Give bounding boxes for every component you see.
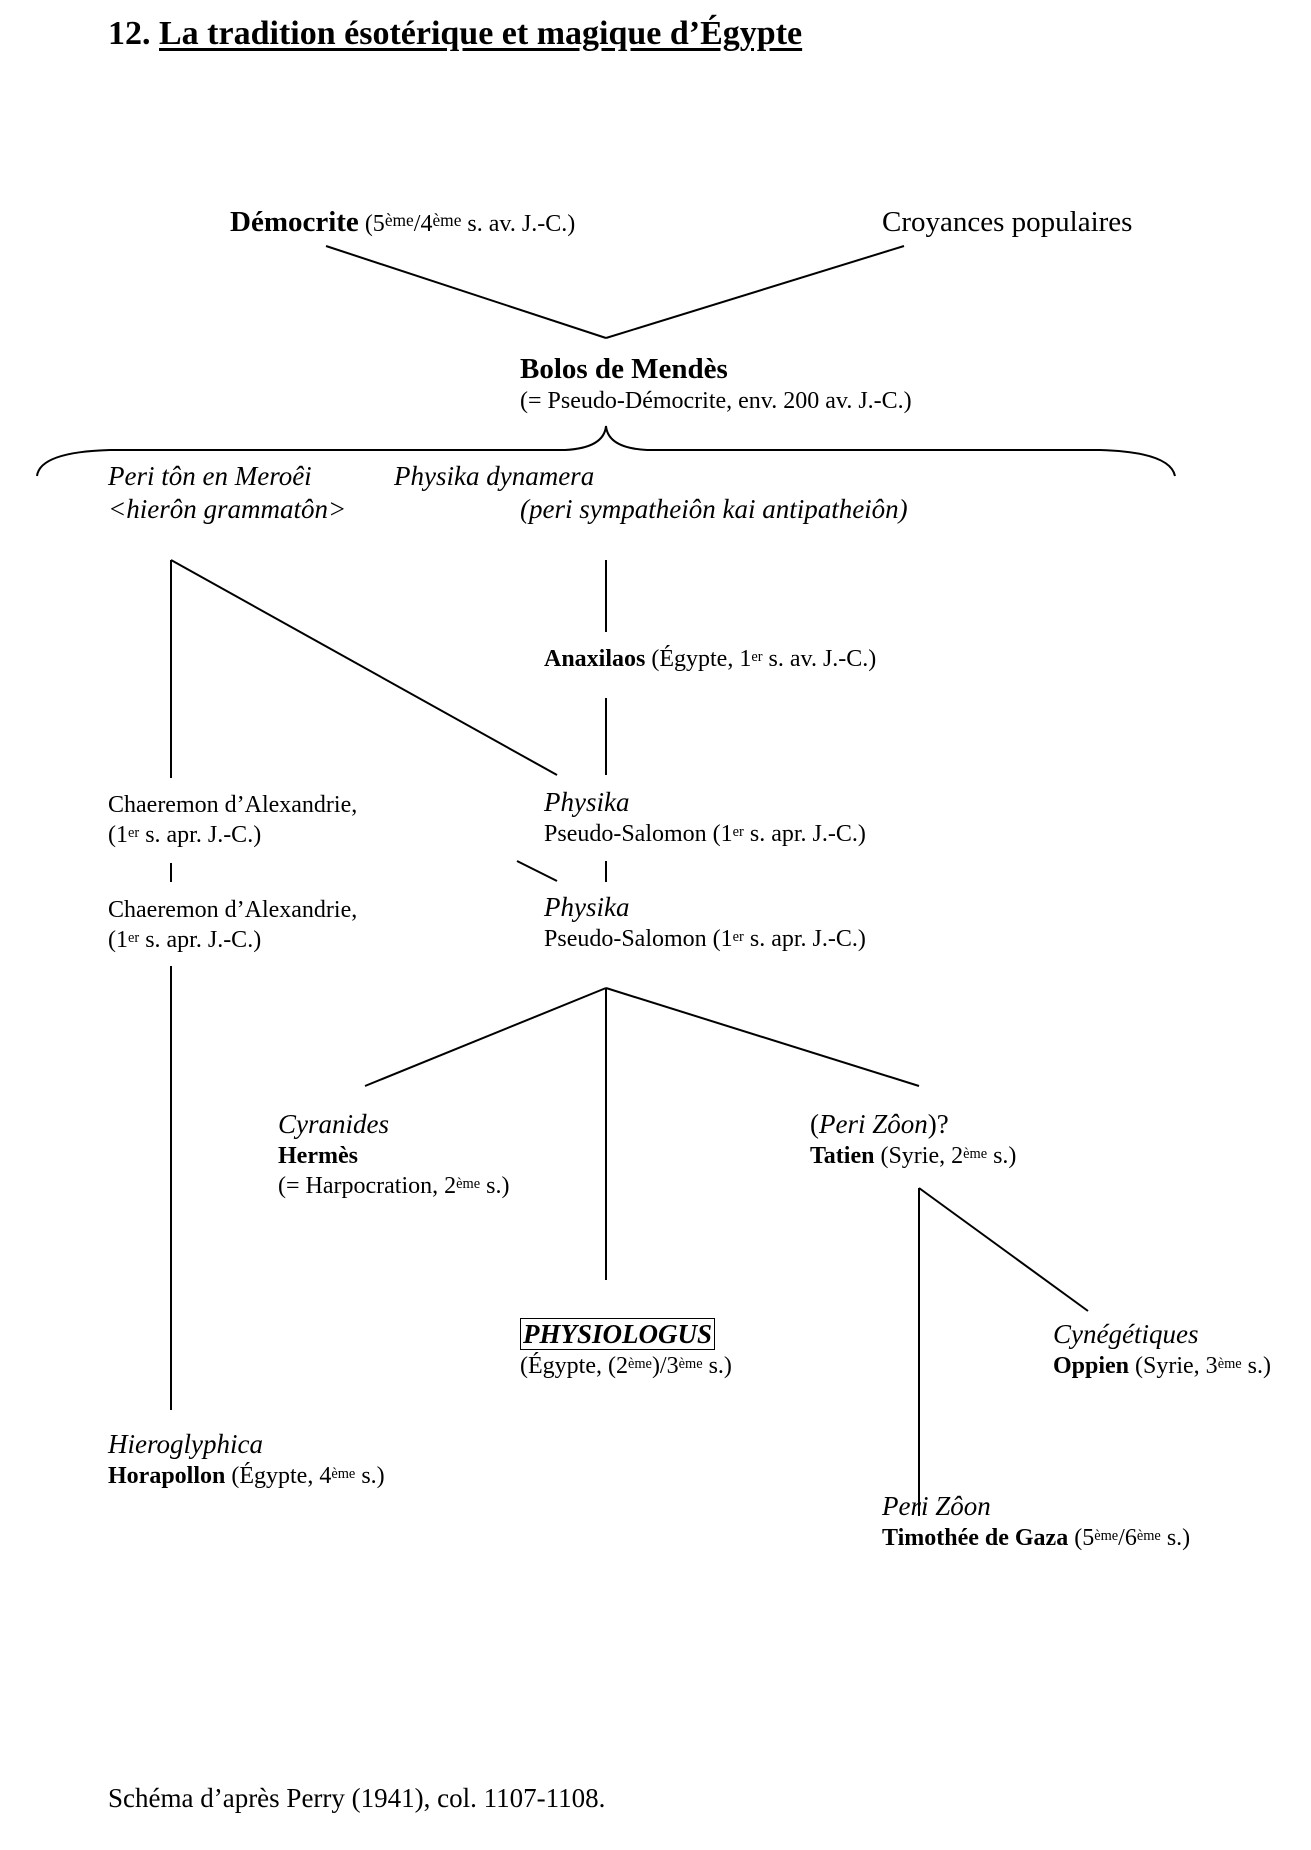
peri-zoon-title: Peri Zôon [819, 1109, 928, 1139]
cyranides-note-close: s.) [480, 1173, 510, 1199]
peri-zoon-open: ( [810, 1109, 819, 1139]
edge-cross-stub [516, 860, 558, 882]
physika-1-date-close: s. apr. J.-C.) [743, 821, 866, 847]
democrite-name: Démocrite [230, 206, 359, 238]
tatien-name: Tatien [810, 1143, 875, 1169]
chaeremon-2-date-close: s. apr. J.-C.) [139, 927, 262, 953]
cyranides-author: Hermès [278, 1143, 358, 1169]
democrite-sup1: ème [384, 210, 414, 230]
oppien-date-open: (Syrie, 3 [1129, 1353, 1218, 1379]
edge-democrite-bolos [325, 245, 607, 339]
chaeremon-1-date-open: (1 [108, 822, 128, 848]
timothee-sep: /6 [1118, 1525, 1137, 1551]
democrite-sep: /4 [413, 211, 433, 237]
node-chaeremon-1: Chaeremon d’Alexandrie, (1er s. apr. J.-… [108, 790, 357, 850]
physiologus-sep: )/3 [651, 1353, 679, 1379]
node-physiologus: PHYSIOLOGUS (Égypte, (2ème)/3ème s.) [520, 1318, 732, 1381]
physika-1-author: Pseudo-Salomon (1 [544, 821, 733, 847]
node-bolos-de-mendes: Bolos de Mendès (= Pseudo-Démocrite, env… [520, 352, 912, 416]
horapollon-date-close: s.) [355, 1463, 385, 1489]
node-anaxilaos: Anaxilaos (Égypte, 1er s. av. J.-C.) [544, 644, 876, 674]
node-physika-dynamera: Physika dynamera (peri sympatheiôn kai a… [394, 460, 908, 526]
title-text: La tradition ésotérique et magique d’Égy… [159, 15, 803, 52]
edge-croyances-bolos [605, 245, 905, 339]
anaxilaos-sup: er [751, 649, 763, 665]
physika-2-title: Physika [544, 892, 630, 922]
physika-dynamera-line1: Physika dynamera [394, 461, 595, 491]
node-peri-zoon-tatien: (Peri Zôon)? Tatien (Syrie, 2ème s.) [810, 1108, 1016, 1171]
peri-meroei-line2: <hierôn grammatôn> [108, 494, 347, 524]
timothee-date-open: (5 [1068, 1525, 1095, 1551]
edge-meroei-physika [170, 559, 558, 776]
chaeremon-2-line1: Chaeremon d’Alexandrie, [108, 897, 358, 923]
title-number: 12. [108, 15, 151, 52]
node-peri-zoon-gaza: Peri Zôon Timothée de Gaza (5ème/6ème s.… [882, 1490, 1190, 1553]
tatien-date-close: s.) [987, 1143, 1017, 1169]
anaxilaos-name: Anaxilaos [544, 646, 646, 672]
node-cynegetiques: Cynégétiques Oppien (Syrie, 3ème s.) [1053, 1318, 1271, 1381]
bolos-name: Bolos de Mendès [520, 353, 728, 385]
cynegetiques-title: Cynégétiques [1053, 1319, 1199, 1349]
node-hieroglyphica: Hieroglyphica Horapollon (Égypte, 4ème s… [108, 1428, 385, 1491]
timothee-date-close: s.) [1160, 1525, 1191, 1551]
physiologus-date-open: (Égypte, (2 [520, 1353, 628, 1379]
physiologus-date-close: s.) [702, 1353, 732, 1379]
node-peri-meroei: Peri tôn en Meroêi <hierôn grammatôn> [108, 460, 346, 526]
chaeremon-2-date-open: (1 [108, 927, 128, 953]
democrite-date-open: (5 [358, 211, 385, 237]
bolos-note: (= Pseudo-Démocrite, env. 200 av. J.-C.) [520, 388, 912, 414]
node-democrite: Démocrite (5ème/4ème s. av. J.-C.) [230, 205, 575, 239]
edge-tatien-cynegetiques [918, 1187, 1089, 1312]
bolos-brace [36, 425, 1176, 477]
anaxilaos-date-close: s. av. J.-C.) [762, 646, 877, 672]
physika-1-sup: er [732, 824, 744, 840]
oppien-sup: ème [1217, 1356, 1242, 1372]
edge-physika-perizoon [605, 987, 920, 1087]
node-physika-1: Physika Pseudo-Salomon (1er s. apr. J.-C… [544, 786, 866, 849]
horapollon-sup: ème [331, 1466, 356, 1482]
hieroglyphica-title: Hieroglyphica [108, 1429, 263, 1459]
anaxilaos-date-open: (Égypte, 1 [645, 646, 752, 672]
node-physika-2: Physika Pseudo-Salomon (1er s. apr. J.-C… [544, 891, 866, 954]
chaeremon-2-sup: er [128, 930, 140, 946]
oppien-name: Oppien [1053, 1353, 1130, 1379]
oppien-date-close: s.) [1241, 1353, 1271, 1379]
croyances-name: Croyances populaires [882, 206, 1133, 238]
peri-meroei-line1: Peri tôn en Meroêi [108, 461, 312, 491]
physiologus-title: PHYSIOLOGUS [520, 1318, 716, 1350]
cyranides-title: Cyranides [278, 1109, 389, 1139]
horapollon-date-open: (Égypte, 4 [225, 1463, 332, 1489]
edge-physika-cyranides [364, 987, 607, 1087]
timothee-sup2: ème [1136, 1528, 1161, 1544]
physika-1-title: Physika [544, 787, 630, 817]
tatien-date-open: (Syrie, 2 [874, 1143, 964, 1169]
node-chaeremon-2: Chaeremon d’Alexandrie, (1er s. apr. J.-… [108, 895, 357, 955]
timothee-sup1: ème [1094, 1528, 1119, 1544]
chaeremon-1-line1: Chaeremon d’Alexandrie, [108, 792, 358, 818]
peri-zoon-close: )? [927, 1109, 949, 1139]
node-croyances-populaires: Croyances populaires [882, 205, 1132, 239]
page-title: 12. La tradition ésotérique et magique d… [108, 12, 802, 56]
physika-dynamera-line2: (peri sympatheiôn kai antipatheiôn) [520, 494, 908, 524]
physika-2-author: Pseudo-Salomon (1 [544, 926, 733, 952]
timothee-name: Timothée de Gaza [882, 1525, 1069, 1551]
horapollon-name: Horapollon [108, 1463, 226, 1489]
chaeremon-1-sup: er [128, 825, 140, 841]
physika-2-date-close: s. apr. J.-C.) [743, 926, 866, 952]
footer-source: Schéma d’après Perry (1941), col. 1107-1… [108, 1783, 606, 1813]
physiologus-sup2: ème [678, 1356, 703, 1372]
chaeremon-1-date-close: s. apr. J.-C.) [139, 822, 262, 848]
physika-2-sup: er [732, 929, 744, 945]
tatien-sup: ème [963, 1146, 988, 1162]
peri-zoon-gaza-title: Peri Zôon [882, 1491, 991, 1521]
physiologus-sup1: ème [627, 1356, 652, 1372]
democrite-sup2: ème [432, 210, 462, 230]
cyranides-note-open: (= Harpocration, 2 [278, 1173, 457, 1199]
cyranides-sup: ème [456, 1176, 481, 1192]
democrite-date-close: s. av. J.-C.) [461, 211, 576, 237]
node-cyranides: Cyranides Hermès (= Harpocration, 2ème s… [278, 1108, 509, 1201]
